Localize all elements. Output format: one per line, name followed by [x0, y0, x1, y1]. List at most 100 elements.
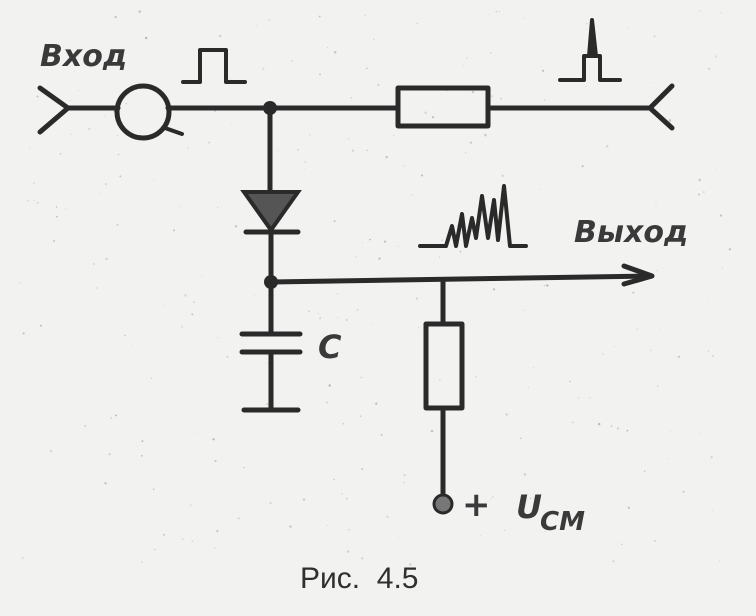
speckle: [364, 14, 366, 16]
speckle: [217, 206, 219, 209]
speckle: [523, 473, 527, 476]
speckle: [138, 10, 141, 13]
speckle: [710, 456, 713, 459]
speckle: [144, 36, 148, 40]
speckle: [342, 423, 344, 425]
speckle: [350, 96, 353, 99]
speckle: [699, 432, 701, 434]
speckle: [297, 149, 299, 151]
speckle: [708, 67, 710, 70]
speckle: [197, 279, 198, 281]
speckle: [698, 178, 701, 182]
speckle: [643, 470, 646, 472]
speckle: [680, 234, 684, 238]
speckle: [27, 199, 30, 202]
speckle: [620, 543, 623, 545]
supply-terminal: [432, 493, 454, 515]
speckle: [19, 281, 21, 284]
speckle: [56, 215, 58, 218]
speckle: [504, 529, 506, 531]
speckle: [108, 452, 111, 456]
speckle: [370, 323, 372, 325]
speckle: [383, 240, 387, 243]
speckle: [712, 355, 714, 357]
speckle: [403, 165, 406, 167]
speckle: [351, 149, 354, 152]
speckle: [480, 535, 482, 537]
speckle: [327, 47, 329, 49]
speckle: [336, 293, 338, 295]
speckle: [124, 334, 126, 337]
speckle: [420, 174, 424, 177]
speckle: [577, 397, 580, 399]
speckle: [325, 401, 329, 404]
speckle: [385, 155, 388, 159]
speckle: [336, 317, 338, 319]
speckle: [464, 151, 467, 154]
speckle: [528, 386, 530, 388]
speckle: [654, 540, 656, 542]
speckle: [219, 34, 222, 38]
speckle: [74, 70, 76, 72]
speckle: [626, 429, 629, 432]
speckle: [544, 99, 546, 101]
speckle: [95, 287, 98, 289]
speckle: [703, 191, 705, 193]
speckle: [430, 429, 434, 433]
speckle: [403, 474, 406, 477]
speckle: [369, 238, 371, 241]
speckle: [318, 15, 321, 18]
speckle: [49, 449, 53, 453]
speckle: [345, 497, 348, 500]
speckle: [415, 297, 418, 300]
output-arrow: [621, 263, 655, 287]
speckle: [456, 224, 458, 226]
speckle: [317, 312, 320, 315]
speckle: [115, 414, 117, 417]
speckle: [532, 367, 534, 369]
speckle: [361, 468, 364, 471]
speckle: [65, 208, 67, 210]
speckle: [226, 356, 229, 358]
output-terminal-fork: [647, 83, 675, 131]
speckle: [380, 433, 383, 436]
speckle: [655, 202, 657, 204]
speckle: [361, 241, 363, 243]
speckle: [140, 30, 142, 32]
speckle: [501, 174, 504, 177]
speckle: [378, 257, 381, 260]
speckle: [341, 493, 343, 495]
speckle: [74, 502, 76, 504]
speckle: [163, 533, 165, 536]
speckle: [715, 55, 718, 58]
input-pulse-waveform: [181, 48, 247, 84]
speckle: [152, 179, 154, 181]
speckle: [291, 59, 294, 62]
speckle: [397, 537, 399, 539]
speckle: [475, 376, 477, 378]
speckle: [125, 103, 127, 105]
speckle: [100, 193, 102, 195]
speckle: [55, 206, 58, 208]
speckle: [152, 488, 155, 491]
speckle: [720, 12, 722, 14]
speckle: [348, 528, 351, 531]
speckle: [304, 168, 306, 170]
speckle: [242, 466, 245, 469]
speckle: [706, 297, 708, 299]
speckle: [348, 138, 350, 140]
speckle: [92, 262, 95, 265]
speckle: [130, 344, 132, 346]
speckle: [105, 257, 108, 261]
speckle: [715, 169, 717, 171]
output-wire: [268, 273, 653, 285]
speckle: [308, 310, 310, 312]
speckle: [424, 111, 427, 114]
speckle: [490, 498, 492, 500]
speckle: [59, 152, 62, 155]
speckle: [33, 199, 35, 201]
speckle: [234, 225, 238, 228]
speckle: [718, 560, 721, 562]
speckle: [659, 327, 661, 329]
